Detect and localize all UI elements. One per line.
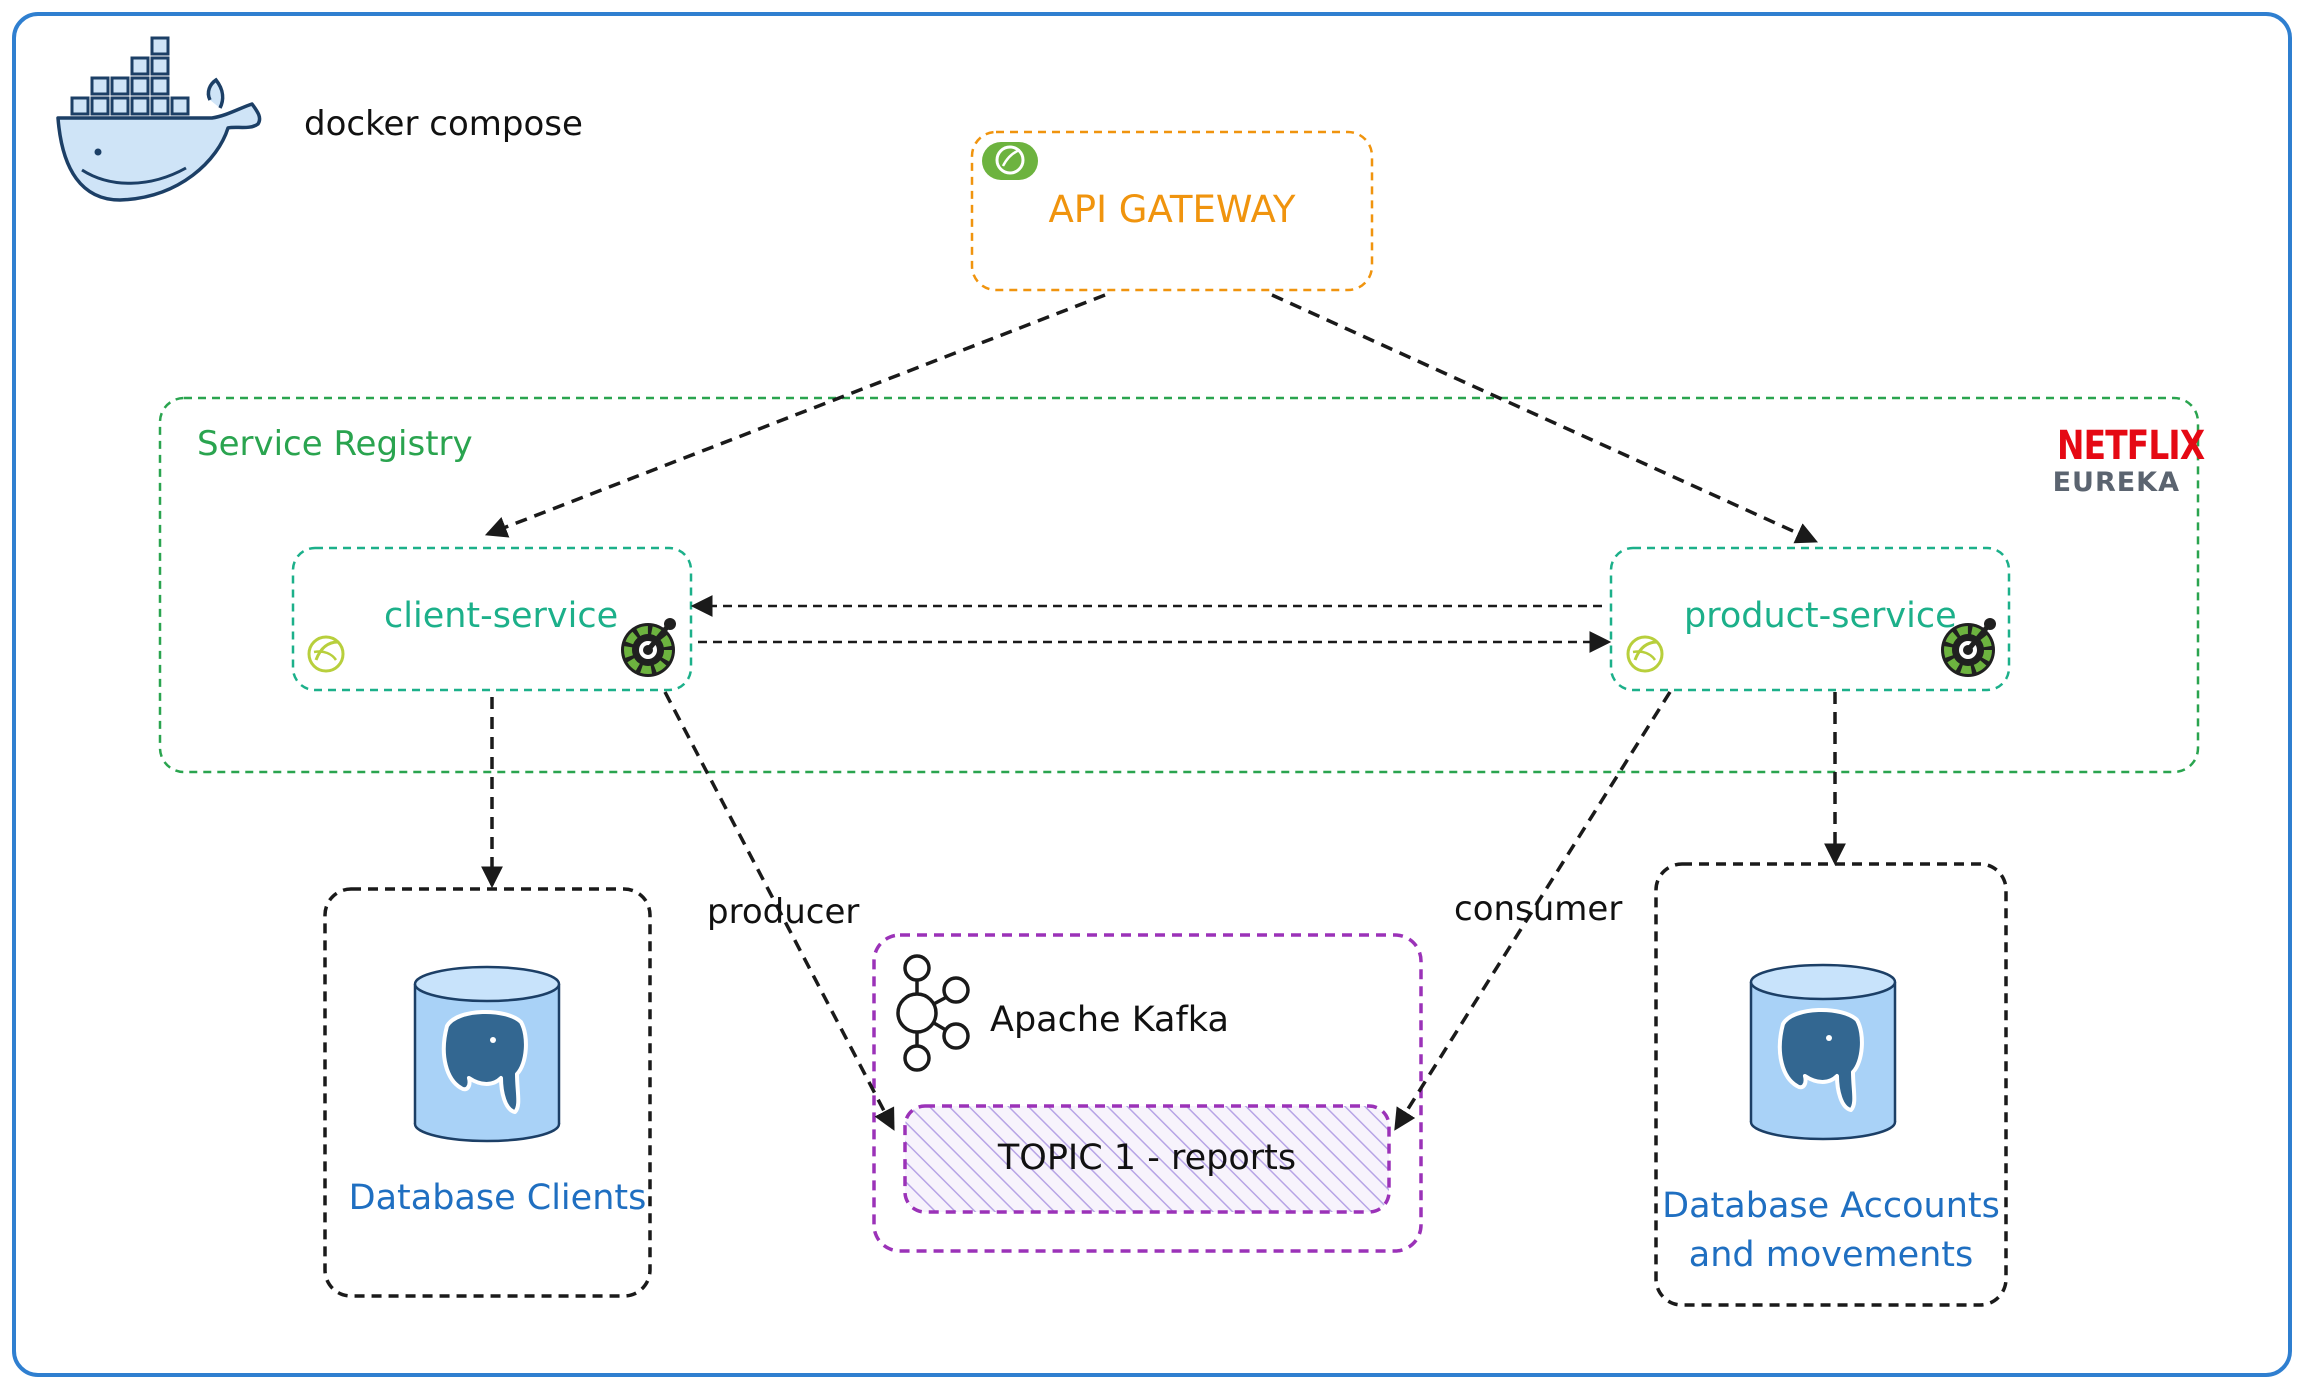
database-clients-box [323, 887, 652, 1298]
database-clients-label: Database Clients [348, 1178, 647, 1218]
topic-box [903, 1104, 1391, 1214]
spring-boot-icon [1626, 635, 1664, 673]
page-title: docker compose [304, 104, 583, 144]
product-service-label: product-service [1684, 596, 1957, 636]
actuator-gauge-icon [621, 618, 676, 677]
arrow-icon [690, 595, 1612, 653]
service-registry-box [158, 396, 2200, 774]
actuator-gauge-icon [1941, 618, 1996, 677]
producer-edge-label: producer [707, 892, 860, 932]
kafka-box [872, 933, 1423, 1253]
consumer-edge-label: consumer [1454, 889, 1623, 929]
spring-leaf-icon [982, 142, 1038, 180]
client-service-box [291, 546, 693, 692]
postgresql-elephant-icon [1749, 963, 1897, 1141]
docker-whale-icon [56, 36, 262, 202]
topic-label: TOPIC 1 - reports [997, 1138, 1297, 1178]
eureka-wordmark: EUREKA [2052, 467, 2180, 498]
netflix-wordmark: NETFLIX [2057, 423, 2205, 469]
product-service-box [1609, 546, 2011, 692]
netflix-eureka-logo: NETFLIX EUREKA [2030, 423, 2206, 498]
service-registry-label: Service Registry [197, 424, 473, 464]
spring-boot-icon [307, 635, 345, 673]
api-gateway-label: API GATEWAY [1048, 188, 1296, 231]
kafka-label: Apache Kafka [990, 1000, 1229, 1040]
client-service-label: client-service [384, 596, 619, 636]
database-accounts-box [1654, 862, 2008, 1307]
arrow-icon [481, 293, 1846, 1131]
kafka-icon [896, 954, 970, 1072]
api-gateway-box [970, 130, 1374, 292]
database-accounts-label: Database Accounts [1662, 1186, 2000, 1226]
postgresql-elephant-icon [413, 965, 561, 1143]
docker-compose-frame [12, 12, 2292, 1377]
database-accounts-label-line2: and movements [1688, 1235, 1974, 1275]
